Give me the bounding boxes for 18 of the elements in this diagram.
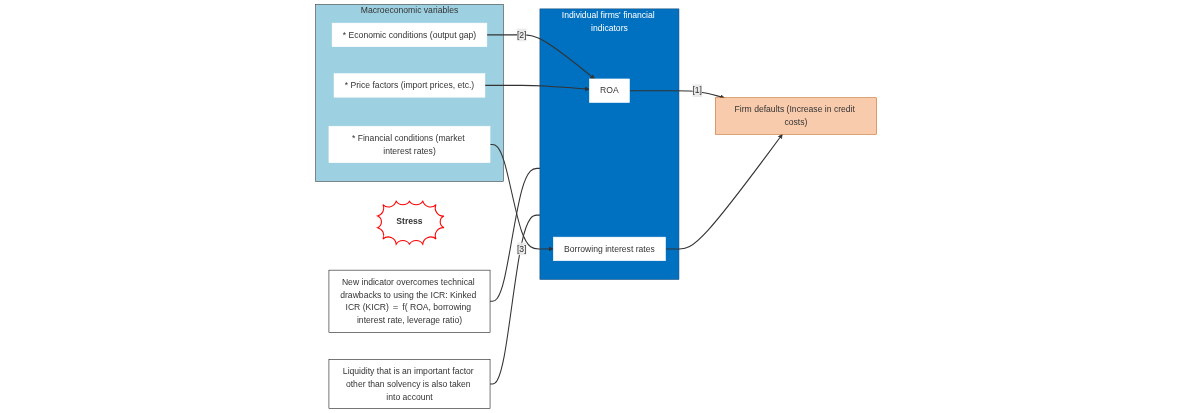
- arrow: [489, 143, 554, 252]
- node-box: ROA: [589, 78, 630, 103]
- node-box: Liquidity that is an important factor other than solvency is also taken into account: [328, 359, 491, 409]
- node-box: * Economic conditions (output gap): [331, 22, 488, 47]
- node-box: Borrowing interest rates: [553, 236, 666, 261]
- node-box: Firm defaults (Increase in credit costs): [715, 97, 877, 135]
- edge-label: [2]: [516, 30, 527, 40]
- arrow: [628, 90, 725, 99]
- arrow: [665, 134, 783, 250]
- edge-label: [3]: [516, 244, 527, 254]
- arrow: [484, 84, 590, 92]
- edge-label: [1]: [692, 85, 702, 96]
- node-box: * Financial conditions (market interest rates): [328, 125, 491, 163]
- arrow: [486, 34, 595, 80]
- connector: [489, 214, 541, 385]
- node-box: New indicator overcomes technical drawbacks to using the ICR: Kinked ICR (KICR) ＝ f( ROA, borrowing interest rate, leverage ratio): [328, 269, 491, 333]
- connector: [489, 167, 541, 302]
- node-box: * Price factors (import prices, etc.): [333, 73, 486, 98]
